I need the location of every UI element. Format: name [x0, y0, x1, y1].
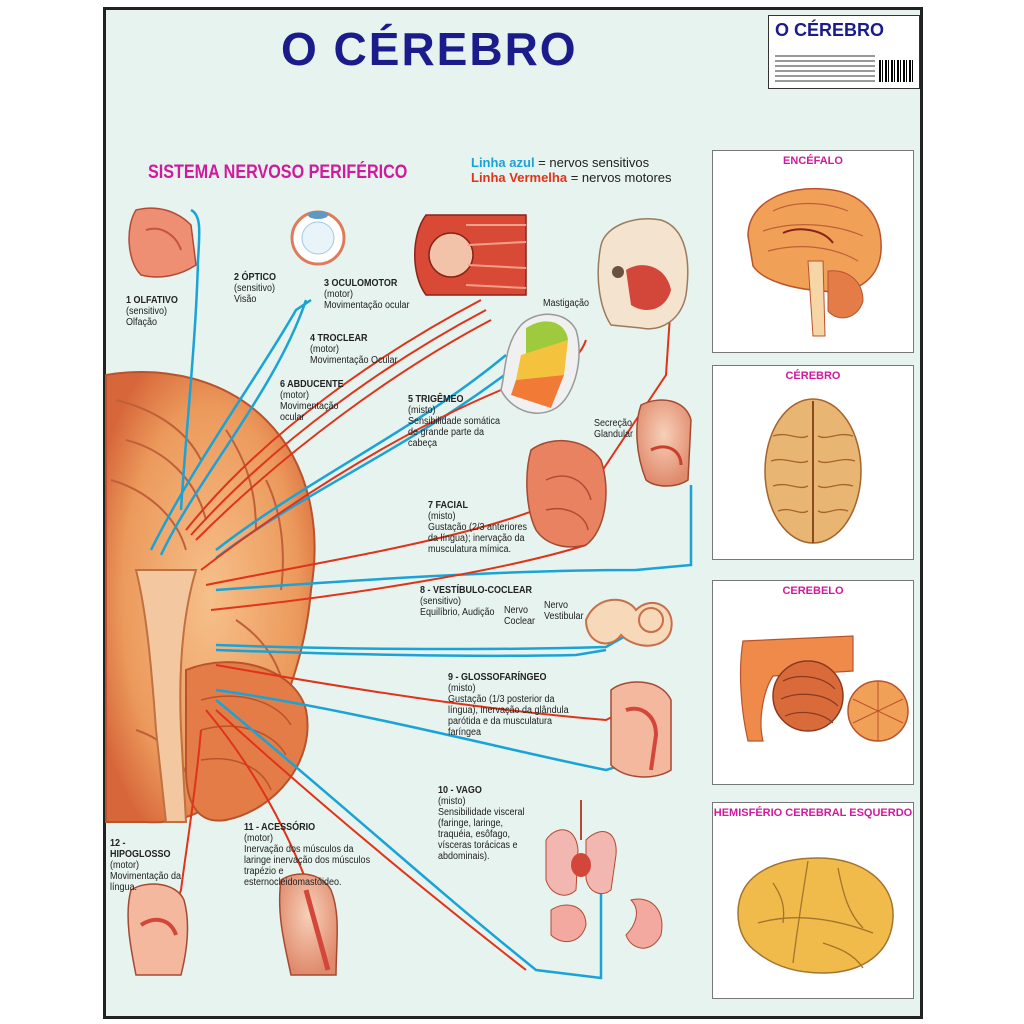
- nerve-name: 5 TRIGÊMEO: [408, 394, 464, 405]
- encephalon-sagittal-icon: [747, 187, 882, 337]
- nerve-type: (sensitivo): [420, 596, 462, 607]
- poster: O CÉREBRO O CÉREBRO SISTEMA NERVOSO PERI…: [103, 7, 923, 1019]
- label-secrecao: Secreção Glandular: [594, 418, 634, 440]
- neck-muscles-head-icon: [278, 873, 338, 976]
- cerebellum-icon: [739, 635, 909, 742]
- nerve-label-optico: 2 ÓPTICO (sensitivo) Visão: [234, 272, 276, 305]
- nerve-name: 11 - ACESSÓRIO: [244, 822, 316, 833]
- nerve-type: (motor): [244, 833, 274, 844]
- panel-cerebro: CÉREBRO: [712, 365, 914, 560]
- nerve-label-vago: 10 - VAGO (misto) Sensibilidade visceral…: [438, 785, 533, 862]
- nerve-name: 9 - GLOSSOFARÍNGEO: [448, 672, 547, 683]
- facial-muscles-head-icon: [526, 439, 607, 548]
- legend-blue-label: Linha azul: [471, 155, 535, 170]
- nerve-desc: Movimentação Ocular: [310, 355, 398, 366]
- panel-title: CÉREBRO: [785, 370, 841, 382]
- nerve-desc: Visão: [234, 294, 257, 305]
- nerve-name: 2 ÓPTICO: [234, 272, 277, 283]
- nerve-desc: Gustação (2/3 anteriores da língua); ine…: [428, 522, 528, 555]
- panel-title: HEMISFÉRIO CEREBRAL ESQUERDO: [713, 807, 913, 819]
- nerve-name: 3 OCULOMOTOR: [324, 278, 398, 289]
- nerve-label-olfativo: 1 OLFATIVO (sensitivo) Olfação: [126, 295, 178, 328]
- label-nervo-coclear: Nervo Coclear: [504, 605, 536, 627]
- nerve-label-acessorio: 11 - ACESSÓRIO (motor) Inervação dos mús…: [244, 822, 375, 888]
- nerve-name: 8 - VESTÍBULO-COCLEAR: [420, 585, 533, 596]
- product-badge: O CÉREBRO: [768, 15, 920, 89]
- nerve-desc: Sensibilidade visceral (faringe, laringe…: [438, 807, 525, 862]
- motor-nerve-lines: [165, 299, 672, 971]
- nerve-name: 7 FACIAL: [428, 500, 469, 511]
- legend-red-label: Linha Vermelha: [471, 170, 568, 185]
- nerve-desc: Inervação dos músculos da laringe inerva…: [244, 844, 371, 888]
- nerve-label-vestibulo-coclear: 8 - VESTÍBULO-COCLEAR (sensitivo) Equilí…: [420, 585, 537, 618]
- panel-hemisferio: HEMISFÉRIO CEREBRAL ESQUERDO: [712, 802, 914, 999]
- nerve-label-troclear: 4 TROCLEAR (motor) Movimentação Ocular: [310, 333, 398, 366]
- nerve-type: (misto): [428, 511, 456, 522]
- nerve-type: (motor): [324, 289, 354, 300]
- nerve-label-glossofaringeo: 9 - GLOSSOFARÍNGEO (misto) Gustação (1/3…: [448, 672, 583, 738]
- left-hemisphere-icon: [737, 857, 894, 974]
- nerve-label-facial: 7 FACIAL (misto) Gustação (2/3 anteriore…: [428, 500, 536, 555]
- panel-encefalo: ENCÉFALO: [712, 150, 914, 353]
- nerve-name: 1 OLFATIVO: [126, 295, 178, 306]
- nerve-name: 10 - VAGO: [438, 785, 482, 796]
- nerve-type: (misto): [438, 796, 466, 807]
- nerve-desc: Gustação (1/3 posterior da língua), iner…: [448, 694, 569, 738]
- nerve-type: (misto): [408, 405, 436, 416]
- pharynx-head-icon: [610, 681, 672, 778]
- nose-icon: [128, 207, 197, 278]
- tongue-head-icon: [127, 883, 189, 976]
- nerve-type: (misto): [448, 683, 476, 694]
- section-title: SISTEMA NERVOSO PERIFÉRICO: [148, 162, 408, 183]
- panel-title: CEREBELO: [782, 585, 844, 597]
- panel-title: ENCÉFALO: [783, 155, 843, 167]
- nerve-desc: Equilíbrio, Audição: [420, 607, 495, 618]
- nerve-name: 12 - HIPOGLOSSO: [110, 838, 171, 860]
- cerebrum-top-view-icon: [764, 398, 862, 544]
- skull-icon: [597, 218, 689, 330]
- nerve-illustration: [105, 207, 693, 980]
- inner-ear-icon: [584, 598, 673, 647]
- barcode-icon: [879, 60, 913, 82]
- panel-cerebelo: CEREBELO: [712, 580, 914, 785]
- eye-icon: [290, 210, 346, 266]
- nerve-desc: Olfação: [126, 317, 158, 328]
- sensory-nerve-lines: [149, 208, 693, 980]
- nerve-label-abducente: 6 ABDUCENTE (motor) Movimentação ocular: [280, 379, 348, 423]
- trigeminal-face-icon: [500, 313, 580, 414]
- badge-fine-print: [775, 52, 875, 85]
- nerve-desc: Movimentação da língua.: [110, 871, 182, 893]
- nerve-desc: Movimentação ocular: [280, 401, 339, 423]
- salivary-gland-head-icon: [636, 399, 692, 487]
- nerve-name: 6 ABDUCENTE: [280, 379, 344, 390]
- nerve-type: (motor): [110, 860, 140, 871]
- nerve-type: (motor): [280, 390, 310, 401]
- nerve-type: (motor): [310, 344, 340, 355]
- thoracic-viscera-icon: [545, 800, 663, 949]
- poster-title: O CÉREBRO: [281, 23, 578, 75]
- nerve-desc: Sensibilidade somática de grande parte d…: [408, 416, 501, 449]
- legend: Linha azul = nervos sensitivos Linha Ver…: [471, 155, 672, 185]
- badge-title: O CÉREBRO: [775, 20, 885, 40]
- nerve-type: (sensitivo): [126, 306, 168, 317]
- nerve-label-oculomotor: 3 OCULOMOTOR (motor) Movimentação ocular: [324, 278, 410, 311]
- nerve-label-trigemeo: 5 TRIGÊMEO (misto) Sensibilidade somátic…: [408, 394, 503, 449]
- nerve-name: 4 TROCLEAR: [310, 333, 368, 344]
- brain-base-icon: [105, 371, 316, 824]
- label-mastigacao: Mastigação: [543, 298, 590, 309]
- nerve-desc: Movimentação ocular: [324, 300, 410, 311]
- eye-muscles-icon: [414, 214, 527, 296]
- nerve-label-hipoglosso: 12 - HIPOGLOSSO (motor) Movimentação da …: [110, 838, 182, 893]
- label-nervo-vestibular: Nervo Vestibular: [544, 600, 584, 622]
- legend-blue-text: = nervos sensitivos: [534, 155, 650, 170]
- nerve-type: (sensitivo): [234, 283, 276, 294]
- legend-red-text: = nervos motores: [567, 170, 672, 185]
